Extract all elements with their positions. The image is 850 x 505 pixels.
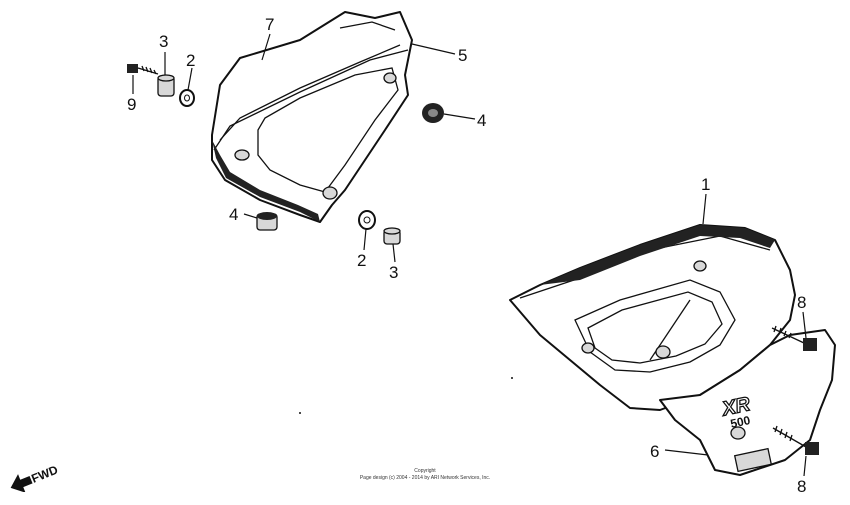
copyright-line1: Copyright: [414, 468, 436, 474]
copyright-notice: Copyright Page design (c) 2004 - 2014 by…: [330, 468, 520, 482]
callout-4: 4: [229, 205, 238, 224]
leader-lines: [132, 33, 807, 477]
emblem-line2: 500: [729, 413, 752, 431]
washer-2-lower: [358, 210, 376, 230]
callout-3: 3: [389, 263, 398, 282]
bolt-8-lower: [772, 425, 819, 455]
collar-3-lower: [383, 227, 401, 245]
collar-3-upper: [157, 74, 175, 97]
callout-1: 1: [701, 175, 710, 194]
grommet-4-upper: [422, 103, 444, 123]
left-side-cover: [211, 11, 413, 223]
bolt-8-upper: [771, 325, 817, 351]
callout-9: 9: [127, 95, 136, 114]
callout-labels: 7 5 3 2 9 4 4 2 3 1 8 6 8: [127, 15, 806, 496]
callout-2: 2: [186, 51, 195, 70]
callout-8: 8: [797, 293, 806, 312]
specks: [299, 377, 513, 414]
fwd-label: FWD: [29, 462, 60, 485]
callout-8: 8: [797, 477, 806, 496]
fwd-arrow-icon: FWD: [10, 462, 60, 492]
grommet-4-lower: [256, 212, 278, 231]
callout-6: 6: [650, 442, 659, 461]
callout-2: 2: [357, 251, 366, 270]
right-side-cover: [509, 224, 796, 411]
callout-3: 3: [159, 32, 168, 51]
copyright-line2: Page design (c) 2004 - 2014 by ARI Netwo…: [359, 475, 491, 481]
washer-2-upper: [179, 89, 195, 107]
callout-4: 4: [477, 111, 486, 130]
callout-7: 7: [265, 15, 274, 34]
bolt-9: [127, 64, 159, 75]
callout-5: 5: [458, 46, 467, 65]
